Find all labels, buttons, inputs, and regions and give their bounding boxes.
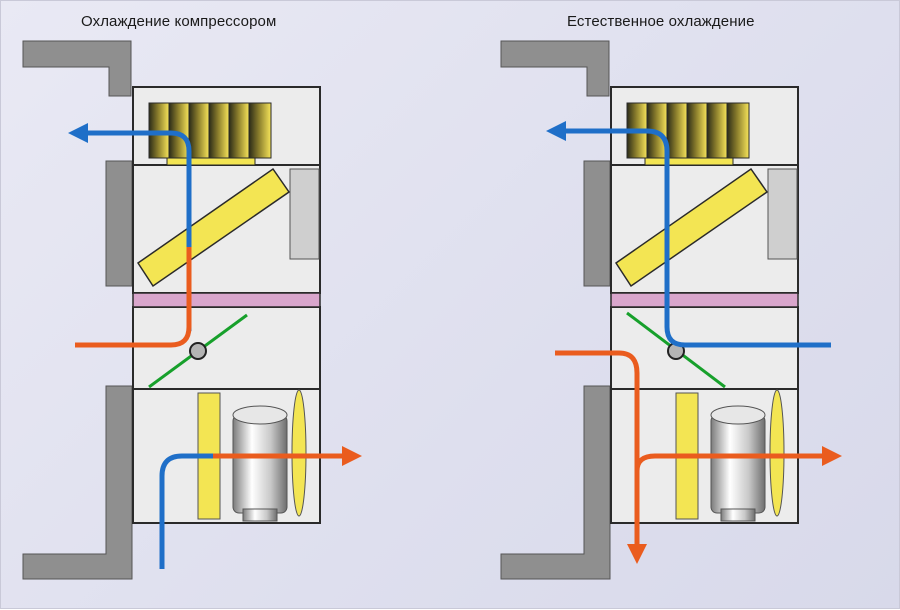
warm-air-return-flow — [555, 350, 647, 564]
side-block — [767, 168, 798, 260]
free-cooling-title: Естественное охлаждение — [567, 13, 755, 30]
warm-air-supply-flow — [634, 446, 842, 472]
evaporator-coil — [614, 167, 769, 288]
evaporator-coil — [136, 167, 291, 288]
compressor-cooling-unit — [22, 40, 362, 580]
building-wall — [22, 40, 133, 580]
air-damper — [148, 313, 248, 389]
building-wall — [500, 40, 611, 580]
cold-air-intake-flow — [159, 453, 213, 569]
cold-air-exhaust-flow — [68, 123, 192, 331]
air-filter — [132, 292, 321, 308]
supply-fan — [197, 389, 307, 522]
side-block — [289, 168, 320, 260]
cold-air-intake-flow — [546, 121, 831, 348]
warm-air-return-flow — [75, 247, 192, 348]
condenser-coil — [626, 102, 750, 166]
compressor-cooling-title: Охлаждение компрессором — [81, 13, 277, 30]
free-cooling-unit — [500, 40, 842, 580]
air-filter — [610, 292, 799, 308]
